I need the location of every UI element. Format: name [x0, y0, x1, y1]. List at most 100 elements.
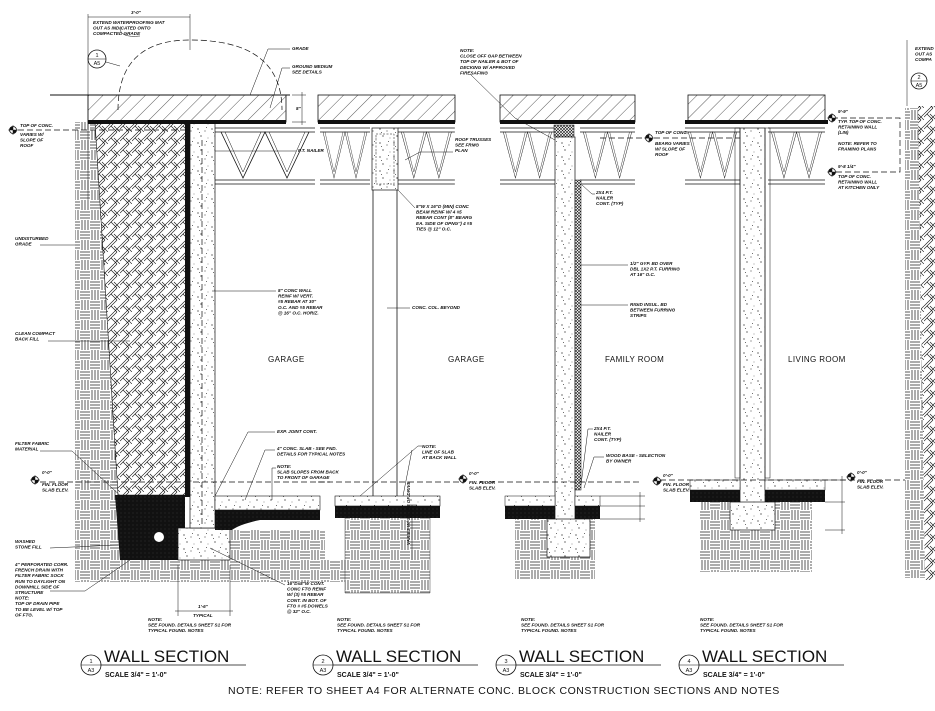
label-line: GROUND MEDIUM	[292, 64, 332, 69]
label-line: SLAB ELEV.	[42, 488, 69, 493]
label-line: TOP OF CONC.	[838, 174, 871, 179]
label-line: BY OWNER	[606, 459, 632, 464]
label-line: FIN. FLOOR	[663, 482, 690, 487]
label-line: SEE FOUND. DETAILS SHEET S1 FOR	[337, 623, 421, 628]
label-line: OUT AS	[915, 52, 933, 57]
section-scale: SCALE 3/4" = 1'-0"	[337, 672, 399, 679]
label-line: TIES @ 12" O.C.	[416, 226, 451, 231]
label-line: FIN. FLOOR	[469, 480, 496, 485]
title-block-1: 1 A3 WALL SECTION SCALE 3/4" = 1'-0"	[80, 647, 246, 679]
section-title: WALL SECTION	[519, 647, 644, 666]
label-line: (LIN)	[838, 130, 849, 135]
footing-typical: TYPICAL	[193, 613, 213, 618]
label-line: OUT AS INDICATED ONTO	[93, 26, 151, 31]
label-line: CONT. IN BOT. OF	[287, 598, 327, 603]
label-line: GRADE	[15, 242, 33, 247]
label-line: NAILER	[596, 196, 614, 201]
label-line: BEAM REINF W/ 4 #5	[416, 210, 462, 215]
label-line: EA. SIDE OF OPNG'') 4 #5	[416, 221, 472, 226]
label-line: CONT. (TYP)	[594, 437, 622, 442]
label-line: FRENCH DRAIN WITH	[15, 568, 64, 573]
label-line: AT 16" O.C.	[629, 272, 655, 277]
label-line: VARIES W/	[20, 132, 44, 137]
title-number: 1	[89, 659, 92, 665]
furring	[574, 179, 582, 491]
concrete-beam	[371, 127, 399, 191]
title-number: 3	[504, 659, 507, 665]
label-line: TOP OF NAILER & BOT OF	[460, 59, 519, 64]
title-block-2: 2 A3 WALL SECTION SCALE 3/4" = 1'-0"	[312, 647, 478, 679]
section-title: WALL SECTION	[104, 647, 229, 666]
label-line: 1/2" GYP. BD OVER	[630, 261, 673, 266]
label-line: TYPICAL FOUND. NOTES	[337, 628, 393, 633]
label-line: 2X4 P.T.	[595, 190, 613, 195]
top-of-conc-label-4: TOP OF CONC.	[655, 130, 688, 135]
section-2: VARIES W/ SLOPE OF DRIVE NOTE:CLOSE OFF …	[317, 48, 556, 633]
label-line: 4" CONC. SLAB - SEE FND.	[276, 446, 337, 451]
room-label-garage: GARAGE	[268, 355, 305, 364]
label-line: NAILER	[594, 432, 612, 437]
room-label-living-room: LIVING ROOM	[788, 355, 846, 364]
label-line: NOTE:	[700, 617, 715, 622]
grade-slab	[87, 94, 287, 123]
label-line: UNDISTURBED	[15, 236, 49, 241]
label-line: CONC FTG REINF	[287, 587, 326, 592]
label-line: TO BE LEVEL W/ TOP	[15, 607, 63, 612]
section-title: WALL SECTION	[336, 647, 461, 666]
elev-label-3: 0'-0"	[469, 471, 480, 476]
label-line: DOWNHILL SIDE OF	[15, 584, 60, 589]
label-line: 2X4 P.T.	[593, 426, 611, 431]
label-line: BACK FILL	[15, 337, 39, 342]
label-line: OF FTG.	[15, 612, 33, 617]
top-of-conc-label: TOP OF CONC.	[20, 123, 53, 128]
label-line: DBL 1X2 P.T. FURRING	[630, 267, 680, 272]
label-line: SLOPE OF	[20, 138, 43, 143]
label-line: RIGID INSUL. BD	[630, 302, 668, 307]
waterproofing	[185, 122, 190, 497]
slab-note: 4" CONC. SLAB - SEE FND.DETAILS FOR TYPI…	[276, 446, 346, 457]
label-line: #5 REBAR AT 30"	[278, 299, 317, 304]
label-line: EXTEND	[915, 46, 934, 51]
label-line: AT KITCHEN ONLY	[837, 185, 880, 190]
label-line: @ 32" O.C.	[287, 609, 311, 614]
title-block-4: 4 A3 WALL SECTION SCALE 3/4" = 1'-0"	[678, 647, 844, 679]
label-line: DETAILS FOR TYPICAL NOTES	[277, 452, 346, 457]
label-line: BETWEEN FURRING	[630, 308, 676, 313]
pt-nailer-label: P.T. NAILER	[298, 148, 325, 153]
label-line: CLEAN COMPACT	[15, 331, 56, 336]
drain-pipe	[154, 532, 164, 542]
label-line: SEE FOUND. DETAILS SHEET S1 FOR	[148, 623, 232, 628]
dim-width: 3'-0"	[131, 10, 142, 15]
elev-kitchen: 9'-8 1/4"	[838, 164, 856, 169]
label-line: RETAINING WALL	[838, 180, 877, 185]
label-line: LINE OF SLAB	[422, 450, 455, 455]
label-line: TYPICAL FOUND. NOTES	[700, 628, 756, 633]
label-line: ROOF	[20, 143, 33, 148]
label-line: STONE FILL	[15, 545, 42, 550]
label-line: TO FRONT OF GARAGE	[277, 475, 330, 480]
section-scale: SCALE 3/4" = 1'-0"	[703, 672, 765, 679]
label-line: BEARG VARIES	[655, 141, 691, 146]
dim-8: 8"	[296, 106, 302, 111]
callout-number: 2	[917, 75, 920, 81]
label-line: O.C. AND #5 REBAR	[278, 305, 323, 310]
elev-label-4-left: 0'-0"	[663, 473, 674, 478]
